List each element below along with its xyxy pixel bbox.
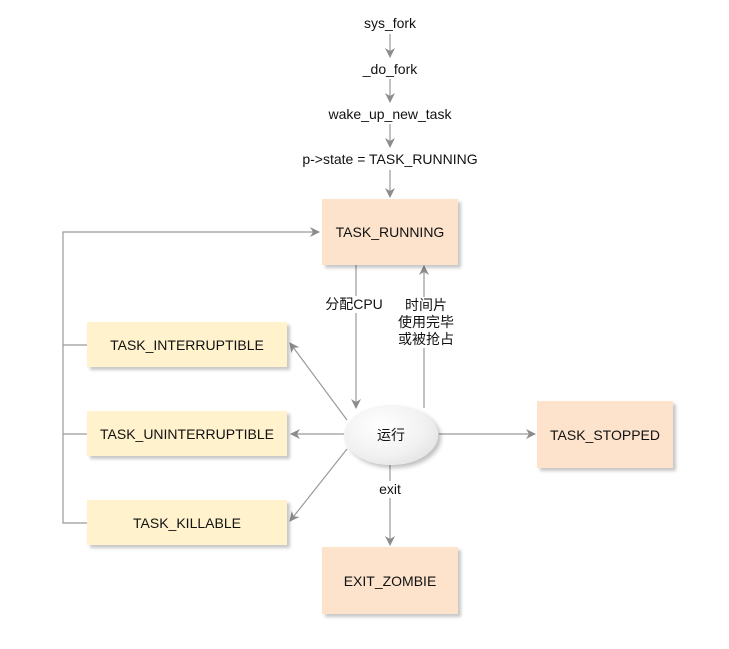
sys-fork-label: sys_fork (363, 15, 417, 31)
arrow-wakeup-loop (62, 227, 320, 346)
task-running-box: TASK_RUNNING (322, 199, 458, 265)
preempt-label-line-2: 使用完毕 (398, 314, 454, 330)
task-stopped-box: TASK_STOPPED (537, 401, 673, 468)
exit-zombie-box: EXIT_ZOMBIE (322, 547, 458, 614)
arrow-to-killable (289, 448, 348, 522)
task-uninterruptible-box: TASK_UNINTERRUPTIBLE (87, 411, 287, 456)
arrow-to-interruptible (289, 342, 348, 421)
task-killable-box: TASK_KILLABLE (87, 500, 287, 545)
preempt-label-line-3: 或被抢占 (398, 331, 454, 347)
state-assign-label: p->state = TASK_RUNNING (302, 151, 478, 167)
exit-label: exit (370, 481, 410, 498)
task-interruptible-box: TASK_INTERRUPTIBLE (87, 322, 287, 367)
running-node: 运行 (344, 405, 438, 465)
preempt-label-line-1: 时间片 (405, 297, 447, 313)
do-fork-label: _do_fork (362, 61, 418, 77)
loop-branch-killable (62, 345, 87, 524)
allocate-cpu-label: 分配CPU (312, 296, 396, 313)
preempt-label: 时间片 使用完毕 或被抢占 (388, 297, 464, 348)
wake-up-new-task-label: wake_up_new_task (328, 106, 452, 122)
